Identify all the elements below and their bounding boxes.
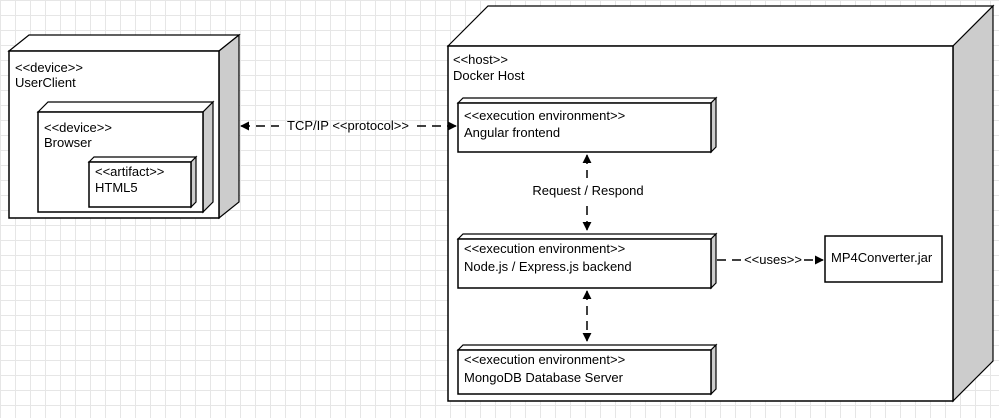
uses-label: <<uses>> bbox=[744, 252, 802, 267]
node-docker-host[interactable]: <<host>> Docker Host bbox=[446, 4, 995, 403]
mp4converter-name: MP4Converter.jar bbox=[831, 250, 933, 265]
docker-host-stereotype: <<host>> bbox=[453, 52, 508, 67]
docker-host-name: Docker Host bbox=[453, 68, 525, 83]
node-angular-frontend[interactable]: <<execution environment>> Angular fronte… bbox=[456, 96, 718, 154]
mongodb-name: MongoDB Database Server bbox=[464, 370, 624, 385]
user-client-stereotype: <<device>> bbox=[15, 60, 83, 75]
mongodb-stereotype: <<execution environment>> bbox=[464, 352, 625, 367]
html5-name: HTML5 bbox=[95, 180, 138, 195]
angular-name: Angular frontend bbox=[464, 125, 560, 140]
connection-uses[interactable]: <<uses>> bbox=[717, 252, 824, 267]
node-html5[interactable]: <<artifact>> HTML5 bbox=[87, 155, 198, 209]
connection-request-respond[interactable]: Request / Respond bbox=[532, 154, 644, 231]
browser-stereotype: <<device>> bbox=[44, 120, 112, 135]
user-client-name: UserClient bbox=[15, 75, 76, 90]
backend-name: Node.js / Express.js backend bbox=[464, 259, 632, 274]
node-backend[interactable]: <<execution environment>> Node.js / Expr… bbox=[456, 232, 718, 290]
tcp-ip-label: TCP/IP <<protocol>> bbox=[287, 118, 409, 133]
request-respond-label: Request / Respond bbox=[532, 183, 643, 198]
browser-name: Browser bbox=[44, 135, 92, 150]
node-mp4converter[interactable]: MP4Converter.jar bbox=[824, 235, 943, 283]
backend-stereotype: <<execution environment>> bbox=[464, 241, 625, 256]
angular-stereotype: <<execution environment>> bbox=[464, 108, 625, 123]
node-mongodb[interactable]: <<execution environment>> MongoDB Databa… bbox=[456, 343, 718, 396]
connection-tcp-ip[interactable]: TCP/IP <<protocol>> bbox=[240, 118, 457, 133]
html5-stereotype: <<artifact>> bbox=[95, 164, 164, 179]
